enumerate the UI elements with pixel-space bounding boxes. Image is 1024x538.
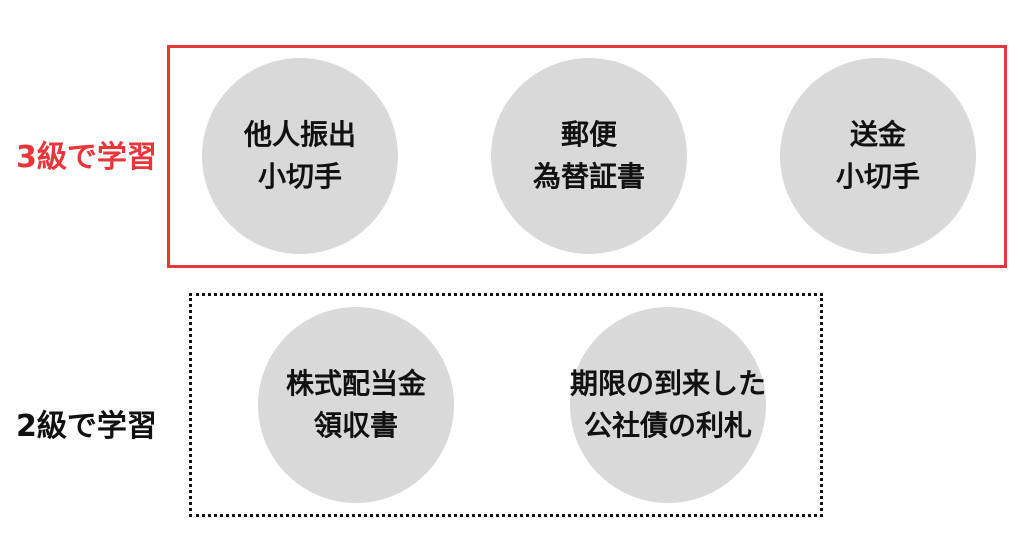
item-line: 公社債の利札 xyxy=(583,409,752,442)
level-3-label: 3級で学習 xyxy=(16,140,157,175)
item-circle-bond-coupon: 期限の到来した 公社債の利札 xyxy=(570,307,766,503)
item-line: 株式配当金 xyxy=(285,367,426,400)
item-line: 小切手 xyxy=(257,160,342,193)
item-line: 他人振出 xyxy=(243,118,356,151)
item-circle-postal-money-order: 郵便 為替証書 xyxy=(491,58,687,254)
item-line: 領収書 xyxy=(313,409,398,442)
level-2-box xyxy=(189,293,823,517)
level-2-label: 2級で学習 xyxy=(16,409,157,444)
item-circle-dividend-receipt: 株式配当金 領収書 xyxy=(258,307,454,503)
item-circle-remittance-check: 送金 小切手 xyxy=(780,58,976,254)
item-line: 送金 xyxy=(849,118,906,151)
item-line: 郵便 xyxy=(560,118,617,151)
level-3-box xyxy=(167,45,1007,268)
item-line: 為替証書 xyxy=(532,160,645,193)
item-line: 小切手 xyxy=(835,160,920,193)
item-line: 期限の到来した xyxy=(570,367,767,400)
item-circle-other-party-check: 他人振出 小切手 xyxy=(202,58,398,254)
